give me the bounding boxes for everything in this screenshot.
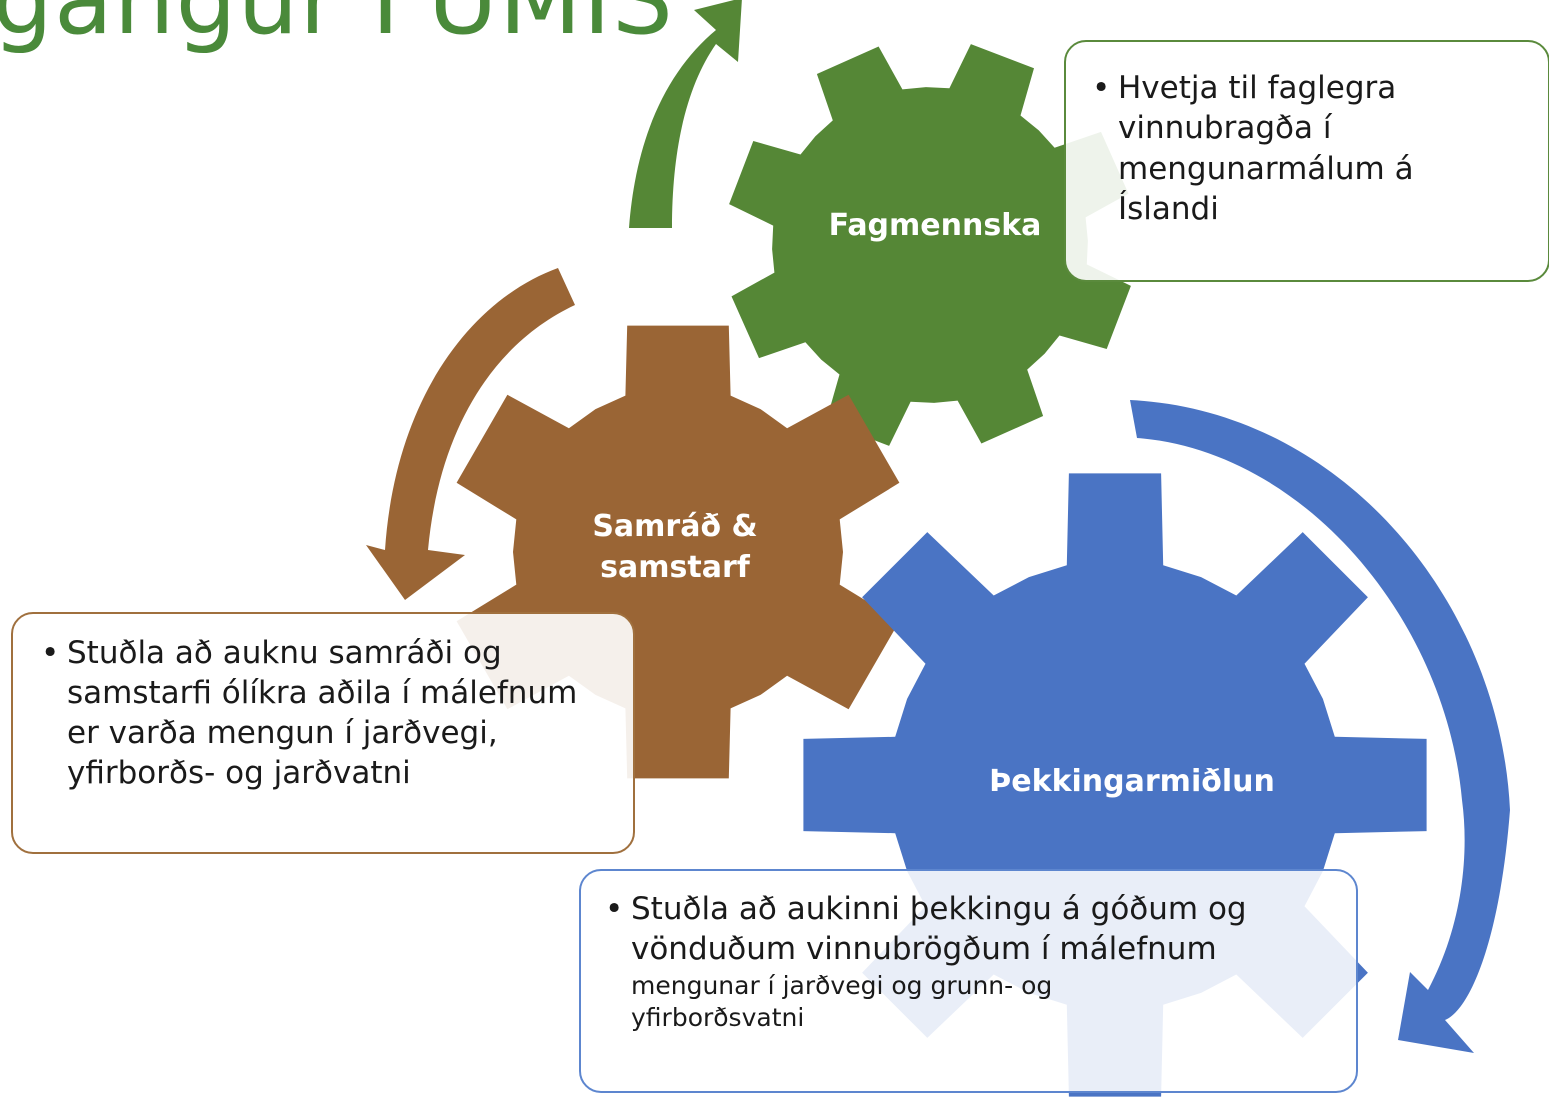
arrow-blue: [1130, 400, 1510, 1053]
gear-green-label: Fagmennska: [795, 206, 1075, 247]
callout-samrad-line-3: er varða mengun í jarðvegi,: [67, 714, 498, 751]
page-title: gangur FUMIS: [0, 0, 674, 56]
callout-thekkingarmidlun-line-1: Stuðla að aukinni þekkingu á góðum og: [631, 891, 1247, 927]
callout-samrad-list: Stuðla að auknu samráði og samstarfi ólí…: [13, 614, 633, 794]
callout-samrad-line-4: yfirborðs- og jarðvatni: [67, 754, 411, 791]
gear-green-label-text: Fagmennska: [828, 208, 1042, 243]
gear-brown-label-line-2: samstarf: [600, 549, 750, 585]
callout-thekkingarmidlun-bullet: Stuðla að aukinni þekkingu á góðum og vö…: [605, 889, 1356, 1035]
gear-brown-label-line-1: Samráð &: [592, 509, 758, 544]
callout-thekkingarmidlun-line-3: mengunar í jarðvegi og grunn- og: [631, 970, 1053, 1000]
callout-fagmennska-bullet: Hvetja til faglegra vinnubragða í mengun…: [1092, 68, 1548, 229]
callout-fagmennska-line-2: vinnubragða í: [1118, 110, 1332, 147]
gear-brown-label: Samráð & samstarf: [535, 507, 815, 588]
callout-thekkingarmidlun-line-4: yfirborðsvatni: [631, 1003, 805, 1033]
callout-fagmennska-list: Hvetja til faglegra vinnubragða í mengun…: [1066, 42, 1548, 229]
callout-samrad-line-2: samstarfi ólíkra aðila í málefnum: [67, 674, 578, 711]
callout-samrad: Stuðla að auknu samráði og samstarfi ólí…: [11, 612, 635, 854]
callout-fagmennska-line-3: mengunarmálum á: [1118, 150, 1414, 187]
gear-blue-label-text: Þekkingarmiðlun: [989, 764, 1275, 799]
callout-fagmennska: Hvetja til faglegra vinnubragða í mengun…: [1064, 40, 1549, 282]
callout-thekkingarmidlun: Stuðla að aukinni þekkingu á góðum og vö…: [579, 869, 1358, 1093]
arrow-brown: [366, 268, 575, 600]
arrow-green: [629, 0, 742, 228]
callout-thekkingarmidlun-list: Stuðla að aukinni þekkingu á góðum og vö…: [581, 871, 1356, 1035]
callout-fagmennska-line-4: Íslandi: [1118, 190, 1219, 227]
callout-samrad-bullet: Stuðla að auknu samráði og samstarfi ólí…: [41, 634, 633, 794]
gear-blue-label: Þekkingarmiðlun: [932, 762, 1332, 803]
callout-samrad-line-1: Stuðla að auknu samráði og: [67, 635, 502, 671]
callout-thekkingarmidlun-line-2: vönduðum vinnubrögðum í málefnum: [631, 931, 1217, 968]
gear-green: [729, 44, 1131, 446]
callout-fagmennska-line-1: Hvetja til faglegra: [1118, 70, 1397, 106]
